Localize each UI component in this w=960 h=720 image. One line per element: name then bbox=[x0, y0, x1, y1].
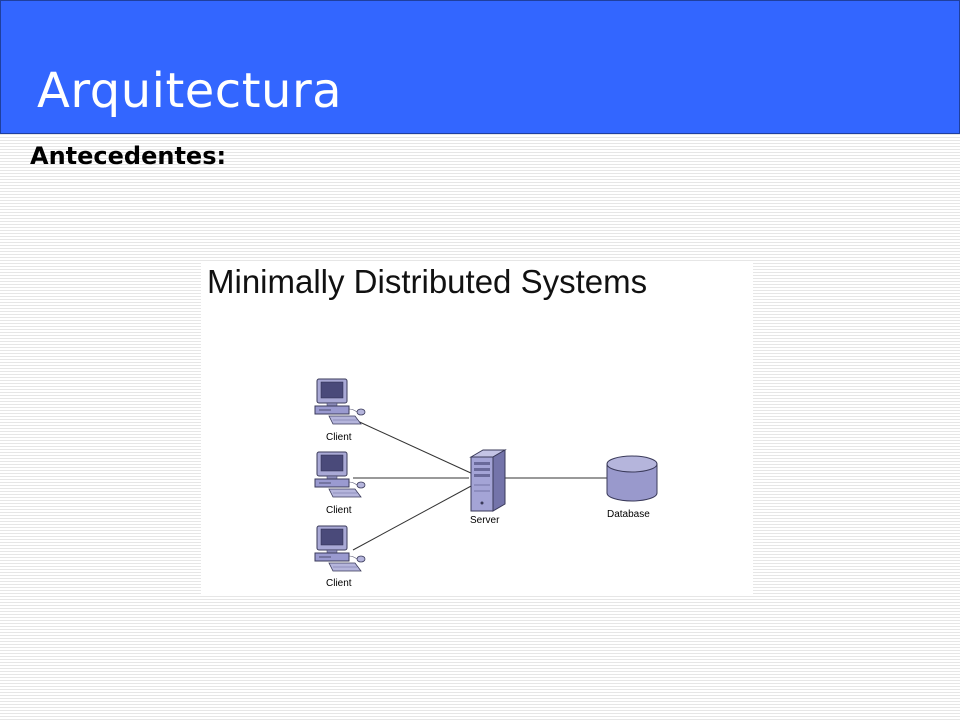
client-2-node: Client bbox=[314, 451, 366, 516]
edge-client-1-server bbox=[352, 418, 474, 475]
client-1-node: Client bbox=[314, 378, 366, 443]
server-tower-icon bbox=[469, 449, 507, 512]
client-3-node: Client bbox=[314, 525, 366, 589]
database-cylinder-icon bbox=[606, 455, 658, 502]
database-node: Database bbox=[606, 455, 658, 520]
architecture-diagram: Client Client Client Serv bbox=[314, 378, 658, 589]
diagram-title: Minimally Distributed Systems bbox=[207, 263, 648, 300]
slide-subheading: Antecedentes: bbox=[30, 142, 227, 170]
server-label: Server bbox=[470, 515, 500, 526]
desktop-computer-icon bbox=[314, 378, 366, 425]
desktop-computer-icon bbox=[314, 451, 366, 498]
client-3-label: Client bbox=[326, 578, 352, 589]
desktop-computer-icon bbox=[314, 525, 366, 572]
edge-client-3-server bbox=[352, 484, 474, 551]
client-1-label: Client bbox=[326, 432, 352, 443]
database-label: Database bbox=[607, 509, 650, 520]
title-bar: Arquitectura bbox=[0, 0, 960, 134]
client-2-label: Client bbox=[326, 505, 352, 516]
slide-title: Arquitectura bbox=[37, 63, 343, 119]
server-node: Server bbox=[469, 449, 507, 526]
diagram-panel: Minimally Distributed Systems bbox=[201, 261, 753, 595]
